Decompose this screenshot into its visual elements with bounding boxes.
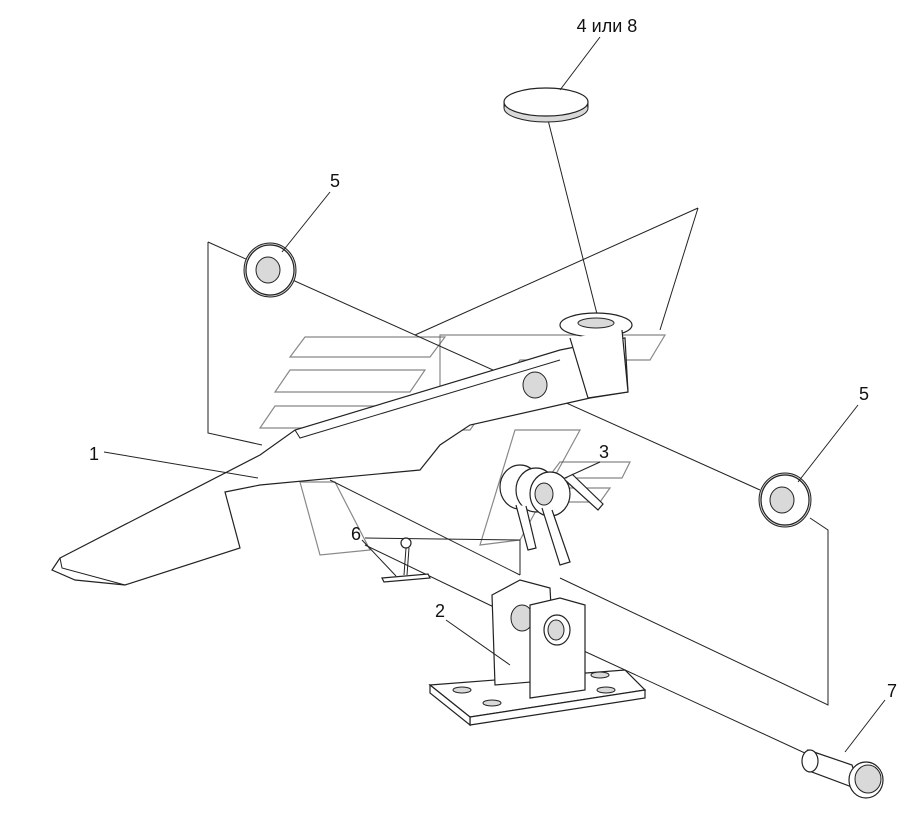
callout-labels: 1 2 3 4 или 8 5 5 6 7 [89, 16, 897, 701]
callout-7: 7 [887, 681, 897, 701]
callout-3: 3 [599, 442, 609, 462]
callout-4: 4 или 8 [577, 16, 638, 36]
pedal-bracket [428, 579, 647, 727]
callout-6: 6 [351, 524, 361, 544]
pedal-pad-cap [503, 87, 589, 123]
callout-1: 1 [89, 444, 99, 464]
washer-left [243, 242, 297, 298]
callout-2: 2 [435, 601, 445, 621]
callout-leaders [103, 36, 886, 753]
cotter-pin [381, 537, 431, 583]
callout-5-right: 5 [859, 384, 869, 404]
assembly-axis-lines [207, 119, 829, 761]
washer-right [758, 472, 812, 528]
callout-5-left: 5 [330, 171, 340, 191]
torsion-spring [499, 464, 604, 566]
pivot-pin [801, 749, 884, 799]
pedal-lever [51, 312, 633, 586]
